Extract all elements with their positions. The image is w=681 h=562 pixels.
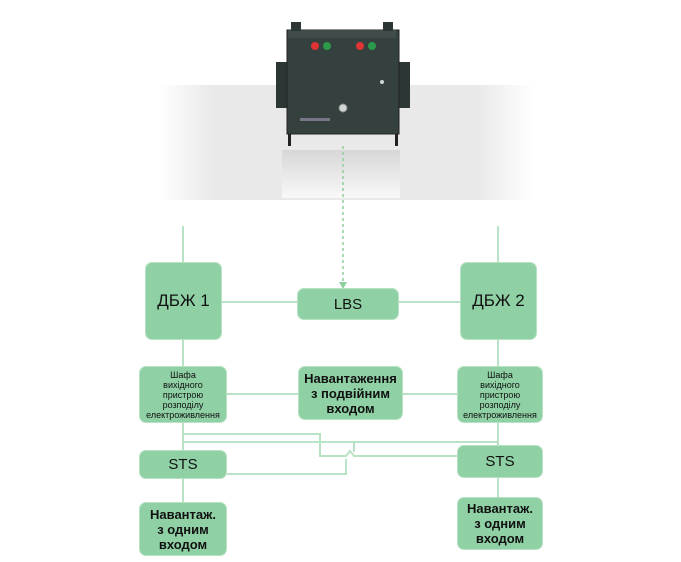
lbs-label: LBS xyxy=(333,295,363,313)
cabinet-right-label: Шафа вихідного пристрою розподілу електр… xyxy=(463,369,537,420)
cabinet-right-box: Шафа вихідного пристрою розподілу електр… xyxy=(457,366,543,423)
single-load-left-label: Навантаж. з одним входом xyxy=(150,506,216,552)
single-load-left-box: Навантаж. з одним входом xyxy=(139,502,227,556)
sts-right-label: STS xyxy=(485,453,515,470)
ups-cabinet-image xyxy=(276,22,410,146)
dual-load-box: Навантаження з подвійним входом xyxy=(298,366,403,420)
cabinet-reflection xyxy=(282,150,400,198)
single-load-right-label: Навантаж. з одним входом xyxy=(467,501,533,546)
lbs-box: LBS xyxy=(297,288,399,320)
dual-load-label: Навантаження з подвійним входом xyxy=(304,370,397,416)
ups2-label: ДБЖ 2 xyxy=(472,291,525,310)
sts-right-box: STS xyxy=(457,445,543,478)
single-load-right-box: Навантаж. з одним входом xyxy=(457,497,543,550)
cabinet-left-label: Шафа вихідного пристрою розподілу електр… xyxy=(146,369,220,420)
sts-left-box: STS xyxy=(139,450,227,479)
ups1-box: ДБЖ 1 xyxy=(145,262,222,340)
ups2-box: ДБЖ 2 xyxy=(460,262,537,340)
cabinet-left-box: Шафа вихідного пристрою розподілу електр… xyxy=(139,366,227,423)
ups1-label: ДБЖ 1 xyxy=(157,291,210,310)
sts-left-label: STS xyxy=(168,456,198,473)
